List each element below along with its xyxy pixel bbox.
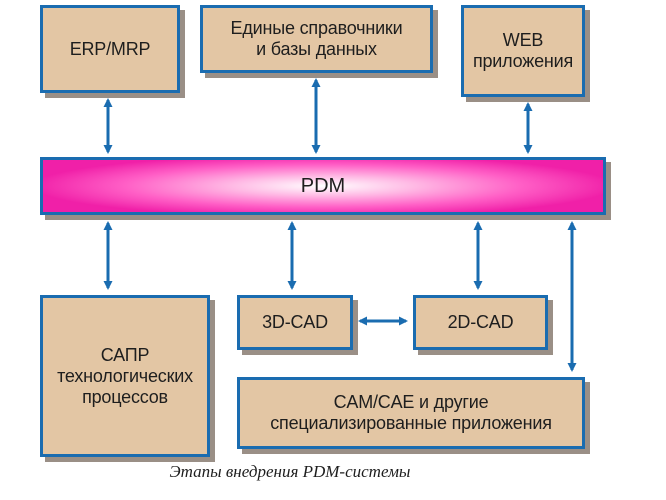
cad-2d-box: 2D-CAD [413, 295, 548, 350]
diagram-caption: Этапы внедрения PDM-системы [169, 462, 411, 481]
erp-mrp-box: ERP/MRP [40, 5, 180, 93]
web-applications-label-line-1: WEB [502, 30, 544, 50]
cad-2d-label: 2D-CAD [447, 312, 514, 332]
cad-3d-box: 3D-CAD [237, 295, 353, 350]
sapr-box: САПР технологических процессов [40, 295, 210, 457]
sapr-label-line-2: технологических [57, 365, 193, 386]
pdm-label: PDM [300, 174, 346, 197]
reference-databases-label-line-1: Единые справочники [230, 18, 403, 38]
pdm-bar: PDM [40, 157, 606, 215]
reference-databases-box: Единые справочники и базы данных [200, 5, 433, 73]
cam-cae-label-line-1: CAM/CAE и другие [333, 392, 489, 412]
web-applications-box: WEB приложения [461, 5, 585, 97]
erp-mrp-label: ERP/MRP [69, 38, 151, 59]
sapr-label-line-1: САПР [100, 344, 150, 365]
cam-cae-box: CAM/CAE и другие специализированные прил… [237, 377, 585, 449]
sapr-label-line-3: процессов [82, 386, 168, 407]
web-applications-label-line-2: приложения [472, 51, 574, 71]
reference-databases-label-line-2: и базы данных [256, 39, 377, 59]
cad-3d-label: 3D-CAD [262, 312, 328, 332]
cam-cae-label-line-2: специализированные приложения [270, 413, 552, 433]
